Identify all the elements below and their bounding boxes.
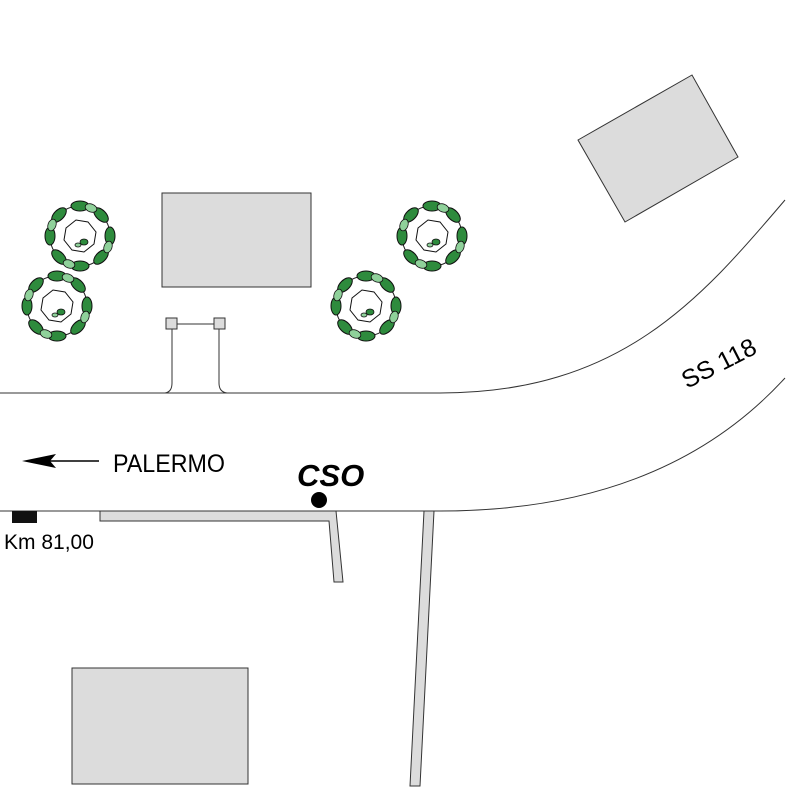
tree-icon — [330, 270, 402, 342]
direction-label: PALERMO — [113, 450, 225, 478]
side-path-west — [99, 510, 344, 583]
tree-icon — [396, 200, 468, 272]
building-south — [71, 667, 249, 785]
site-label: CSO — [297, 458, 364, 493]
arrow-left-icon — [22, 454, 99, 468]
road-label: SS 118 — [677, 333, 761, 394]
road-ss118 — [0, 199, 786, 512]
side-path-south — [409, 510, 435, 787]
building-northeast — [577, 74, 739, 223]
building-north — [161, 192, 312, 288]
site-dot-icon — [311, 492, 327, 508]
tree-icon — [44, 200, 116, 272]
kilometer-marker-icon — [12, 511, 37, 523]
tree-icon — [21, 270, 93, 342]
gate — [164, 317, 228, 394]
km-label: Km 81,00 — [4, 531, 94, 554]
